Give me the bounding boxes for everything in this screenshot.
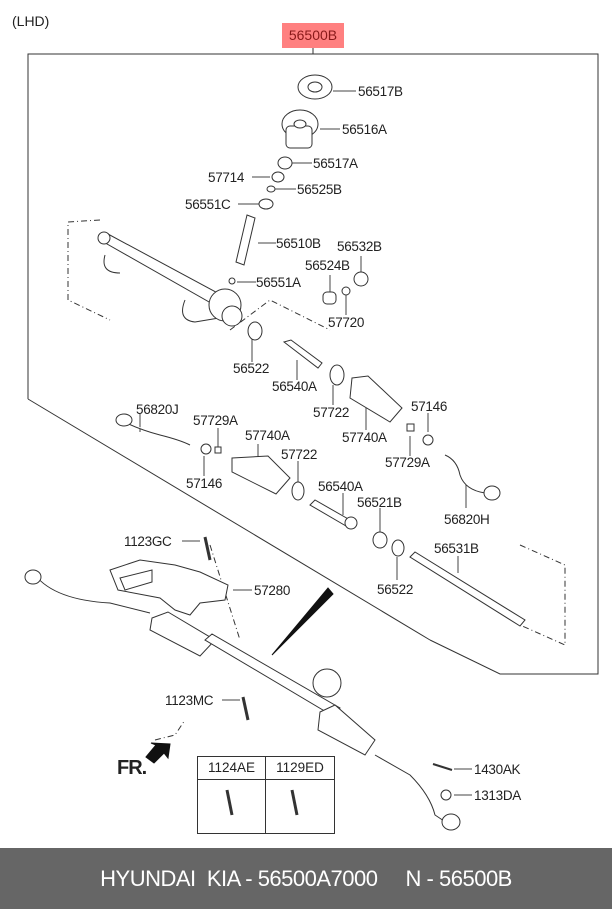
part-label[interactable]: 56820J [136,402,179,417]
part-label[interactable]: 57146 [411,399,448,414]
small-parts [115,271,526,627]
part-56517A-icon [277,156,293,170]
footer-brand: HYUNDAI KIA [100,866,240,891]
rack-housing-upper [97,231,243,327]
footer-sep-2: - [420,866,439,891]
part-label[interactable]: 56516A [342,122,387,137]
part-label[interactable]: 57740A [245,428,290,443]
part-label[interactable]: 57722 [281,447,318,462]
part-label[interactable]: 57714 [208,170,245,185]
guide-lines [67,219,566,741]
part-label[interactable]: 56517A [313,156,358,171]
bolt-table-divider [265,779,266,833]
part-56525B-icon [266,185,276,193]
assembly-frame [27,48,599,675]
part-label[interactable]: 1430AK [474,762,521,777]
pointer-wedge [271,587,334,656]
part-56551A-icon [228,277,236,285]
bolt-table-header[interactable]: 1124AE [198,757,266,780]
part-label[interactable]: 56551C [185,197,231,212]
front-indicator: FR. [117,757,147,779]
part-57714-icon [271,171,285,183]
footer-ref-prefix: N [405,866,422,891]
assembly-part-highlight[interactable]: 56500B [282,23,344,48]
footer-oem-number: 56500A7000 [257,866,378,891]
part-label[interactable]: 57740A [342,430,387,445]
part-label[interactable]: 57722 [313,405,350,420]
variant-label: (LHD) [12,13,50,29]
part-label[interactable]: 57146 [186,476,223,491]
footer-sep: - [239,866,258,891]
part-label[interactable]: 56540A [318,479,363,494]
part-label[interactable]: 1123GC [124,534,172,549]
footer-bar: HYUNDAI KIA - 56500A7000 N - 56500B [0,848,612,909]
pinion-stack [228,74,333,285]
parts-diagram: (LHD) 56500B 56517B 56516A 56517A 57714 … [12,13,599,834]
part-label[interactable]: 56521B [357,495,402,510]
part-label[interactable]: 56820H [444,512,490,527]
bolts [203,536,453,816]
front-arrow-icon [145,742,171,764]
diagram-drawing [24,48,599,831]
part-label[interactable]: 56551A [256,275,301,290]
footer-gap [377,866,405,891]
part-label[interactable]: 1313DA [474,788,521,803]
part-label[interactable]: 56532B [337,239,382,254]
part-label[interactable]: 57280 [254,583,291,598]
part-56510B-icon [235,214,256,266]
part-56551C-icon [258,198,274,210]
part-label[interactable]: 1123MC [165,693,214,708]
rack-assembly-lower [24,559,461,831]
part-label[interactable]: 56510B [276,236,321,251]
part-label[interactable]: 56522 [377,582,414,597]
part-label[interactable]: 56540A [272,379,317,394]
footer-ref-number: 56500B [439,866,512,891]
part-label[interactable]: 56522 [233,361,270,376]
part-label[interactable]: 56531B [434,541,479,556]
part-label[interactable]: 56517B [358,84,403,99]
part-label[interactable]: 57729A [385,455,430,470]
part-label[interactable]: 56525B [297,182,342,197]
part-label[interactable]: 56524B [305,258,350,273]
part-label[interactable]: 57729A [193,413,238,428]
bolt-table: 1124AE 1129ED [197,756,335,834]
part-label[interactable]: 57720 [328,315,365,330]
bolt-table-header[interactable]: 1129ED [266,757,334,780]
